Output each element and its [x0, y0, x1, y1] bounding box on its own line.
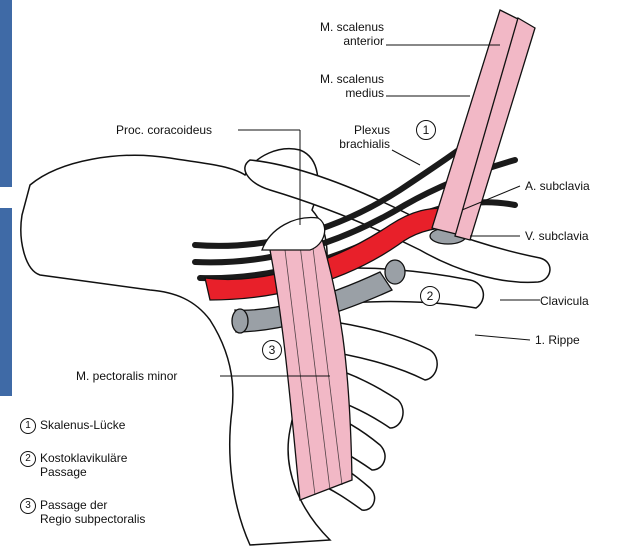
label-a-subclavia: A. subclavia — [525, 179, 590, 193]
label-v-subclavia: V. subclavia — [525, 229, 589, 243]
label-plexus-brachialis: Plexus brachialis — [300, 123, 390, 151]
label-clavicula: Clavicula — [540, 294, 589, 308]
legend-num: 2 — [20, 451, 36, 467]
marker-3: 3 — [262, 340, 282, 360]
legend-text: Skalenus-Lücke — [40, 418, 125, 432]
marker-2: 2 — [420, 286, 440, 306]
label-pectoralis-minor: M. pectoralis minor — [76, 369, 177, 383]
scapula — [21, 149, 330, 545]
label-scalenus-medius: M. scalenus medius — [290, 72, 384, 100]
legend-item-1: 1 Skalenus-Lücke — [20, 418, 125, 434]
legend-text: Passage der Regio subpectoralis — [40, 498, 145, 526]
label-scalenus-anterior: M. scalenus anterior — [290, 20, 384, 48]
label-1-rippe: 1. Rippe — [535, 333, 580, 347]
legend-num: 1 — [20, 418, 36, 434]
marker-1: 1 — [416, 120, 436, 140]
label-proc-coracoideus: Proc. coracoideus — [116, 123, 212, 137]
legend-text: Kostoklavikuläre Passage — [40, 451, 127, 479]
legend-num: 3 — [20, 498, 36, 514]
